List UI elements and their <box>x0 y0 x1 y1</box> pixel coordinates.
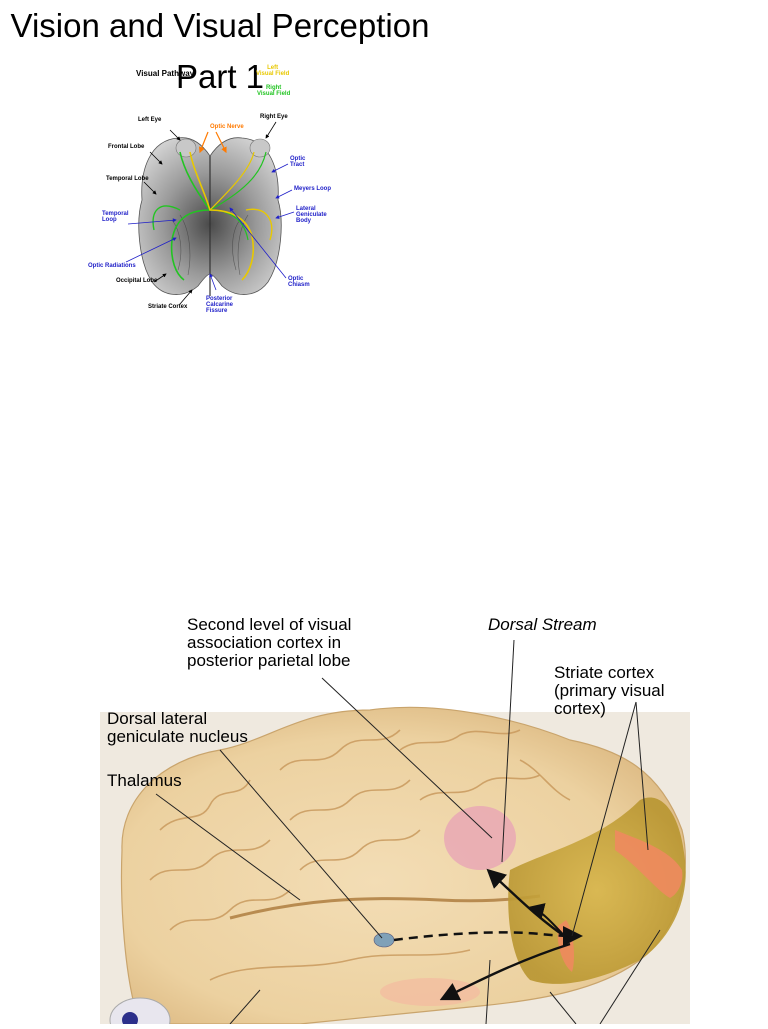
label-striate-cortex: Striate Cortex <box>148 304 188 310</box>
striate-region <box>615 830 683 898</box>
label-lateral-geniculate-body: Lateral Geniculate Body <box>296 206 327 224</box>
visual-pathway-illustration <box>125 121 295 305</box>
visual-pathway-diagram: Visual Pathway Left Visual Field Right V… <box>80 60 340 340</box>
title-line-2: Part 1 <box>175 58 265 96</box>
legend-left-field: Left Visual Field <box>256 65 290 77</box>
label-temporal-lobe: Temporal Lobe <box>106 176 149 182</box>
label-optic-radiations: Optic Radiations <box>88 263 136 269</box>
posterior-parietal-region <box>444 806 516 870</box>
slide-title: Vision and Visual Perception Part 1 <box>0 0 440 102</box>
brain-illustration <box>100 639 690 1029</box>
label-striate-cortex-primary: Striate cortex (primary visual cortex) <box>554 663 665 718</box>
lgn-marker <box>373 932 395 948</box>
legend-right-field: Right Visual Field <box>257 85 291 97</box>
title-line-1: Vision and Visual Perception <box>10 7 430 44</box>
label-frontal-lobe: Frontal Lobe <box>108 144 145 150</box>
label-optic-nerve: Optic Nerve <box>210 124 244 130</box>
label-occipital-lobe: Occipital Lobe <box>116 278 158 284</box>
label-dorsal-lateral-geniculate-nucleus: Dorsal lateral geniculate nucleus <box>107 709 248 746</box>
label-second-level-association-cortex: Second level of visual association corte… <box>187 615 352 670</box>
right-eye-shape <box>249 138 271 158</box>
brain-figure: Second level of visual association corte… <box>100 600 700 1029</box>
label-thalamus: Thalamus <box>107 771 182 790</box>
left-eye-shape <box>175 138 197 158</box>
vp-heading: Visual Pathway <box>136 69 195 78</box>
label-temporal-loop: Temporal Loop <box>102 211 129 223</box>
label-optic-chiasm: Optic Chiasm <box>288 276 310 288</box>
label-left-eye: Left Eye <box>138 117 162 123</box>
label-dorsal-stream: Dorsal Stream <box>488 615 597 634</box>
label-optic-tract: Optic Tract <box>290 156 306 168</box>
leader-lines <box>155 639 661 1025</box>
label-meyers-loop: Meyers Loop <box>294 186 332 192</box>
label-right-eye: Right Eye <box>260 114 288 120</box>
label-posterior-calcarine-fissure: Posterior Calcarine Fissure <box>206 296 234 314</box>
gyri-lines <box>149 729 571 981</box>
